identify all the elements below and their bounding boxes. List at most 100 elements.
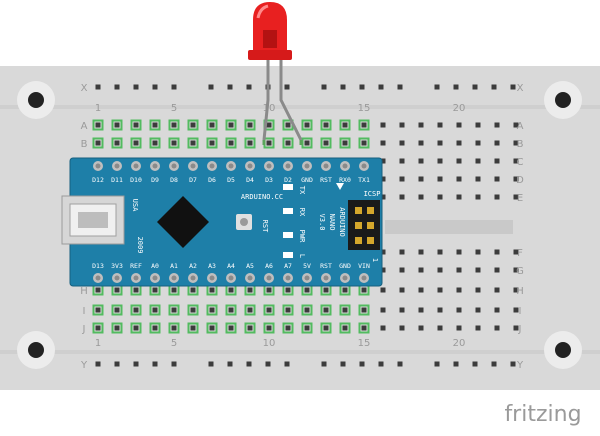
connected-hole-highlight (187, 304, 199, 316)
breadboard-hole (266, 122, 272, 128)
breadboard-hole (359, 361, 365, 367)
column-number: 10 (263, 338, 276, 349)
arduino-pin-label-bottom: A7 (284, 262, 292, 270)
connected-hole-highlight (130, 304, 142, 316)
arduino-pin-label-top: D10 (130, 176, 142, 184)
connected-hole-highlight (149, 119, 161, 131)
breadboard-hole (247, 122, 253, 128)
arduino-pin-top-center (323, 163, 329, 169)
row-label: C (517, 157, 524, 168)
breadboard-hole (114, 361, 120, 367)
breadboard-hole (284, 361, 290, 367)
arduino-pin-bottom-center (190, 275, 196, 281)
breadboard-hole (304, 140, 310, 146)
column-number: 20 (453, 103, 466, 114)
breadboard-hole (190, 325, 196, 331)
arduino-pin-label-bottom: VIN (358, 262, 370, 270)
breadboard-hole (304, 122, 310, 128)
connected-hole-highlight (301, 322, 313, 334)
mounting-hole-bottom-left (17, 331, 55, 369)
arduino-pin-label-bottom: A6 (265, 262, 273, 270)
breadboard-hole (437, 307, 443, 313)
tx-led (283, 184, 293, 190)
connected-hole-highlight (358, 137, 370, 149)
connected-hole-highlight (339, 119, 351, 131)
connected-hole-highlight (358, 119, 370, 131)
breadboard-hole (133, 84, 139, 90)
breadboard-hole (323, 122, 329, 128)
breadboard-hole (266, 307, 272, 313)
breadboard-hole (227, 84, 233, 90)
breadboard-hole (359, 84, 365, 90)
breadboard-hole (361, 325, 367, 331)
breadboard-hole (437, 158, 443, 164)
connected-hole-highlight (263, 304, 275, 316)
usa-label: USA (131, 199, 139, 212)
breadboard-hole (399, 158, 405, 164)
connected-hole-highlight (206, 322, 218, 334)
connected-hole-highlight (111, 137, 123, 149)
arduino-pin-top-center (190, 163, 196, 169)
connected-hole-highlight (168, 119, 180, 131)
arduino-pin-label-bottom: RST (320, 262, 332, 270)
breadboard-hole (380, 325, 386, 331)
breadboard-hole (456, 287, 462, 293)
arduino-pin-bottom-center (342, 275, 348, 281)
arduino-pin-label-top: D8 (170, 176, 178, 184)
breadboard-hole (171, 84, 177, 90)
breadboard-hole (285, 307, 291, 313)
breadboard-hole (190, 122, 196, 128)
breadboard-hole (95, 140, 101, 146)
connected-hole-highlight (282, 137, 294, 149)
breadboard-hole (342, 307, 348, 313)
mounting-hole-top-left (17, 81, 55, 119)
arduino-pin-bottom-center (133, 275, 139, 281)
arduino-pin-top-center (285, 163, 291, 169)
breadboard-hole (456, 158, 462, 164)
arduino-cc-label: ARDUINO.CC (241, 193, 283, 201)
arduino-pin-bottom-center (285, 275, 291, 281)
breadboard-hole (228, 307, 234, 313)
connected-hole-highlight (244, 119, 256, 131)
arduino-name-line3: V3.0 (318, 214, 326, 231)
arduino-pin-label-top: D2 (284, 176, 292, 184)
arduino-pin-label-bottom: A2 (189, 262, 197, 270)
breadboard-hole (340, 84, 346, 90)
arduino-pin-label-top: D6 (208, 176, 216, 184)
breadboard-hole (285, 122, 291, 128)
breadboard-hole (491, 84, 497, 90)
connected-hole-highlight (225, 119, 237, 131)
breadboard-hole (190, 287, 196, 293)
breadboard-hole (513, 249, 519, 255)
arduino-pin-label-bottom: A1 (170, 262, 178, 270)
rail-label-y-left: Y (80, 360, 88, 371)
breadboard-hole (285, 325, 291, 331)
connected-hole-highlight (244, 322, 256, 334)
connected-hole-highlight (206, 304, 218, 316)
breadboard-hole (247, 140, 253, 146)
breadboard-hole (380, 194, 386, 200)
column-number: 5 (171, 338, 177, 349)
breadboard-hole (152, 140, 158, 146)
breadboard-hole (133, 361, 139, 367)
connected-hole-highlight (149, 304, 161, 316)
connected-hole-highlight (92, 119, 104, 131)
rail-label-x-left: X (81, 83, 88, 94)
breadboard-hole (456, 140, 462, 146)
breadboard-hole (378, 361, 384, 367)
connected-hole-highlight (130, 119, 142, 131)
breadboard-hole (133, 325, 139, 331)
breadboard-hole (513, 140, 519, 146)
arduino-pin-label-top: D7 (189, 176, 197, 184)
arduino-pin-bottom-center (171, 275, 177, 281)
breadboard-hole (380, 140, 386, 146)
connected-hole-highlight (149, 137, 161, 149)
breadboard-hole (475, 307, 481, 313)
arduino-pin-label-bottom: 3V3 (111, 262, 123, 270)
arduino-pin-bottom-center (228, 275, 234, 281)
breadboard-hole (437, 140, 443, 146)
icsp-pin (367, 237, 374, 244)
breadboard-hole (494, 287, 500, 293)
connected-hole-highlight (320, 322, 332, 334)
connected-hole-highlight (263, 322, 275, 334)
